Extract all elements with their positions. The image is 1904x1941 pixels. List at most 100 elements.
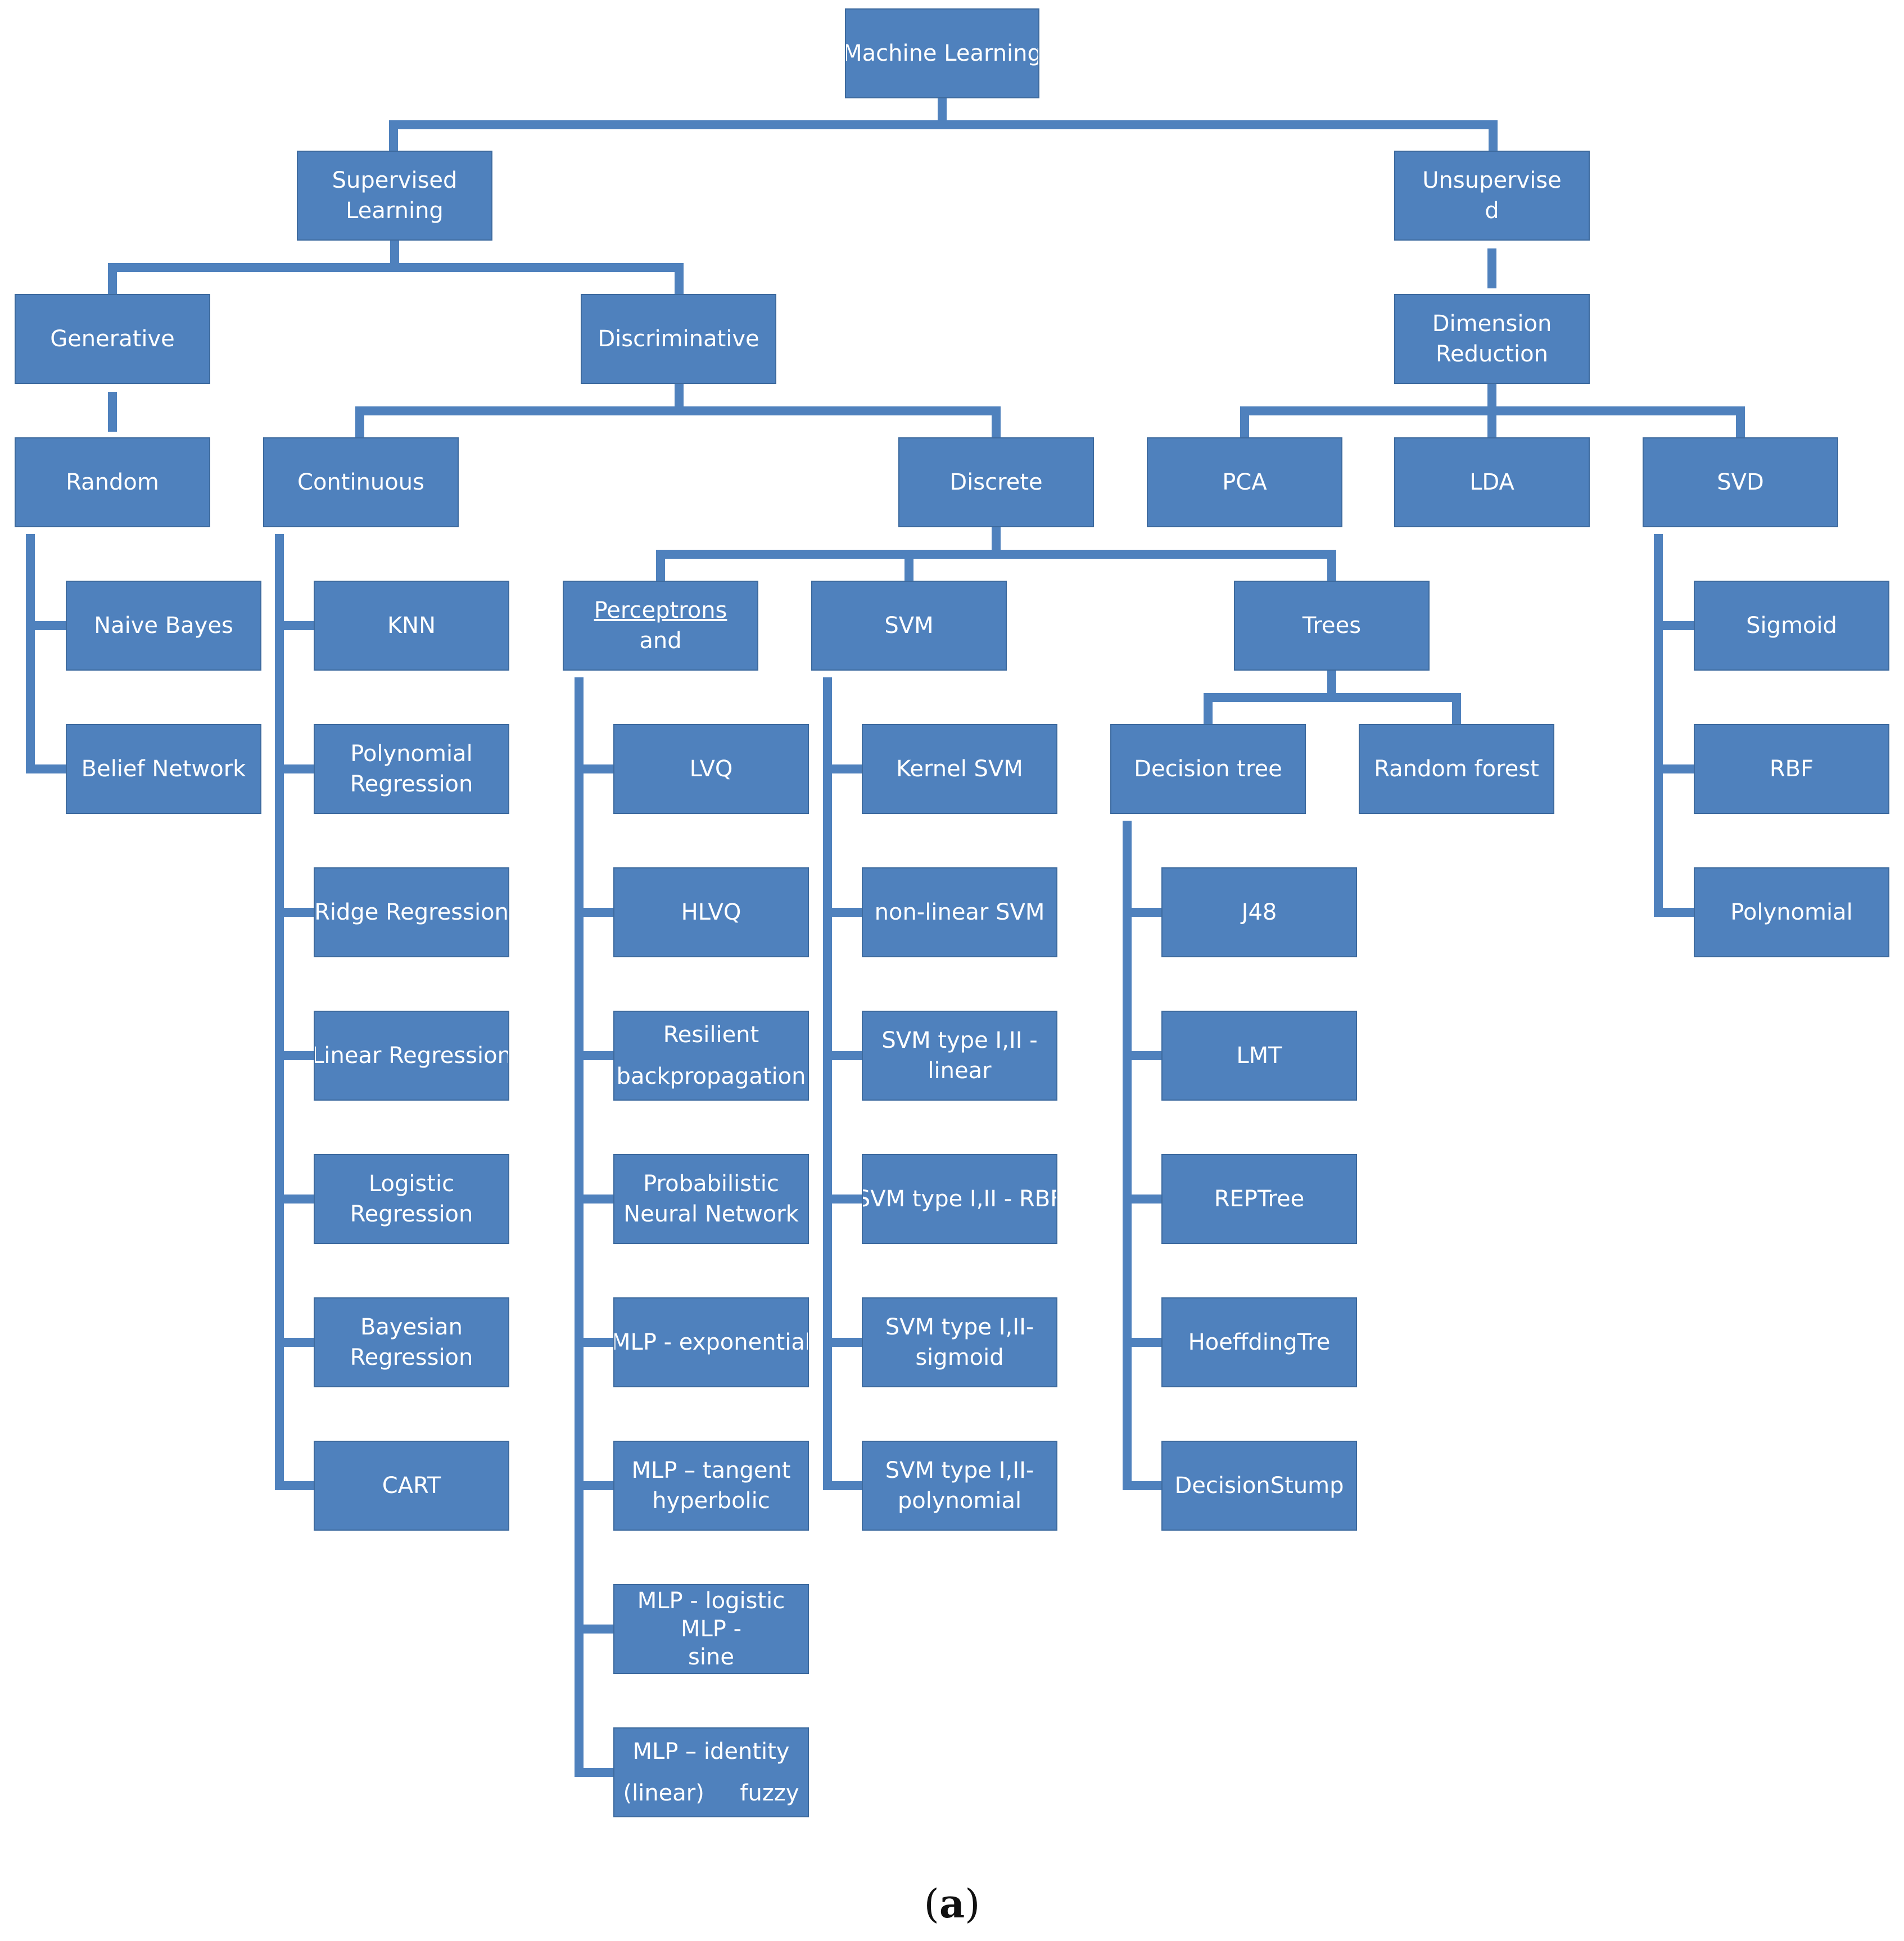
node-label: Probabilistic [643,1171,779,1197]
node-label: Polynomial [350,741,473,767]
node-lvq: LVQ [613,724,809,814]
node-discrete: Discrete [898,437,1094,527]
node-svm: SVM [811,581,1007,671]
node-label: Ridge Regression [314,899,509,925]
node-label: MLP – identity [632,1739,790,1764]
node-label: Belief Network [81,756,246,782]
node-decision-tree: Decision tree [1110,724,1306,814]
node-label: and [639,628,682,654]
node-label: SVM [884,613,934,639]
caption-open: ( [924,1881,939,1927]
node-svm-sigmoid: SVM type I,II- sigmoid [862,1297,1057,1387]
node-label: J48 [1241,899,1277,925]
node-label: SVM type I,II - [881,1028,1038,1053]
node-label: Perceptrons [594,598,727,623]
node-logistic-regression: Logistic Regression [314,1154,509,1244]
node-label: backpropagation [616,1064,806,1089]
node-non-linear-svm: non-linear SVM [862,867,1057,957]
figure-caption: (a) [0,1880,1904,1927]
node-label: Discrete [949,469,1043,495]
node-label: Unsupervise [1422,168,1562,193]
node-label: LMT [1236,1043,1282,1069]
node-label: MLP – tangent [631,1458,791,1483]
node-label: Random forest [1374,756,1539,782]
node-label: Kernel SVM [896,756,1023,782]
node-hoeffdingtree: HoeffdingTre [1161,1297,1357,1387]
node-lda: LDA [1394,437,1590,527]
node-random-forest: Random forest [1359,724,1554,814]
node-polynomial-regression: Polynomial Regression [314,724,509,814]
node-label: Regression [350,1345,473,1370]
node-ridge-regression: Ridge Regression [314,867,509,957]
node-trees: Trees [1234,581,1430,671]
node-label: REPTree [1214,1186,1305,1212]
node-label: Linear Regression [314,1043,509,1069]
node-perceptrons: Perceptrons and [563,581,758,671]
node-hlvq: HLVQ [613,867,809,957]
node-supervised-learning: Supervised Learning [297,151,492,241]
node-continuous: Continuous [263,437,459,527]
node-label: Logistic [368,1171,455,1197]
node-mlp-exponential: MLP - exponential [613,1297,809,1387]
node-sigmoid: Sigmoid [1694,581,1889,671]
node-belief-network: Belief Network [66,724,261,814]
node-label: hyperbolic [652,1488,770,1514]
node-unsupervised: Unsupervise d [1394,151,1590,241]
node-label: SVM type I,II - RBF [862,1186,1057,1212]
node-label: Bayesian [360,1314,463,1340]
node-label: linear [928,1058,992,1084]
node-label: polynomial [897,1488,1022,1514]
node-label: LVQ [689,756,733,782]
node-label: Polynomial [1730,899,1853,925]
node-label: Continuous [297,469,424,495]
node-knn: KNN [314,581,509,671]
node-j48: J48 [1161,867,1357,957]
node-naive-bayes: Naive Bayes [66,581,261,671]
node-svm-polynomial: SVM type I,II- polynomial [862,1441,1057,1531]
node-label: Sigmoid [1746,613,1837,639]
node-label: Regression [350,771,473,797]
node-machine-learning: Machine Learning [845,8,1039,98]
node-label: Machine Learning [845,40,1039,66]
node-label: Regression [350,1201,473,1227]
node-kernel-svm: Kernel SVM [862,724,1057,814]
node-mlp-tangent-hyperbolic: MLP – tangent hyperbolic [613,1441,809,1531]
node-label: Generative [50,326,175,352]
node-label: MLP - logistic [637,1588,785,1614]
node-decisionstump: DecisionStump [1161,1441,1357,1531]
node-linear-regression: Linear Regression [314,1011,509,1101]
node-resilient-backpropagation: Resilient backpropagation [613,1011,809,1101]
node-rbf: RBF [1694,724,1889,814]
node-lmt: LMT [1161,1011,1357,1101]
node-label: SVM type I,II- [885,1314,1034,1340]
node-discriminative: Discriminative [581,294,776,384]
node-label: Neural Network [623,1201,799,1227]
node-label: Discriminative [598,326,759,352]
node-label: PCA [1222,469,1267,495]
node-label: SVD [1717,469,1764,495]
node-generative: Generative [15,294,210,384]
node-label: Naive Bayes [94,613,233,639]
node-label: d [1485,198,1499,224]
node-polynomial: Polynomial [1694,867,1889,957]
node-mlp-identity-fuzzy: MLP – identity (linear) fuzzy [613,1727,809,1817]
node-label: KNN [387,613,436,639]
node-label: Supervised [332,168,458,193]
node-bayesian-regression: Bayesian Regression [314,1297,509,1387]
node-label: sigmoid [915,1345,1004,1370]
node-label: MLP - [680,1616,742,1642]
node-svd: SVD [1643,437,1838,527]
node-label: Random [66,469,159,495]
node-label: Decision tree [1134,756,1282,782]
node-label: Learning [346,198,444,224]
node-label: Resilient [663,1022,759,1048]
node-mlp-logistic-sine: MLP - logistic MLP - sine [613,1584,809,1674]
node-label: LDA [1469,469,1514,495]
node-svm-rbf: SVM type I,II - RBF [862,1154,1057,1244]
node-pca: PCA [1147,437,1342,527]
caption-letter: a [939,1880,965,1927]
node-label: RBF [1769,756,1814,782]
node-random: Random [15,437,210,527]
caption-close: ) [965,1881,980,1927]
